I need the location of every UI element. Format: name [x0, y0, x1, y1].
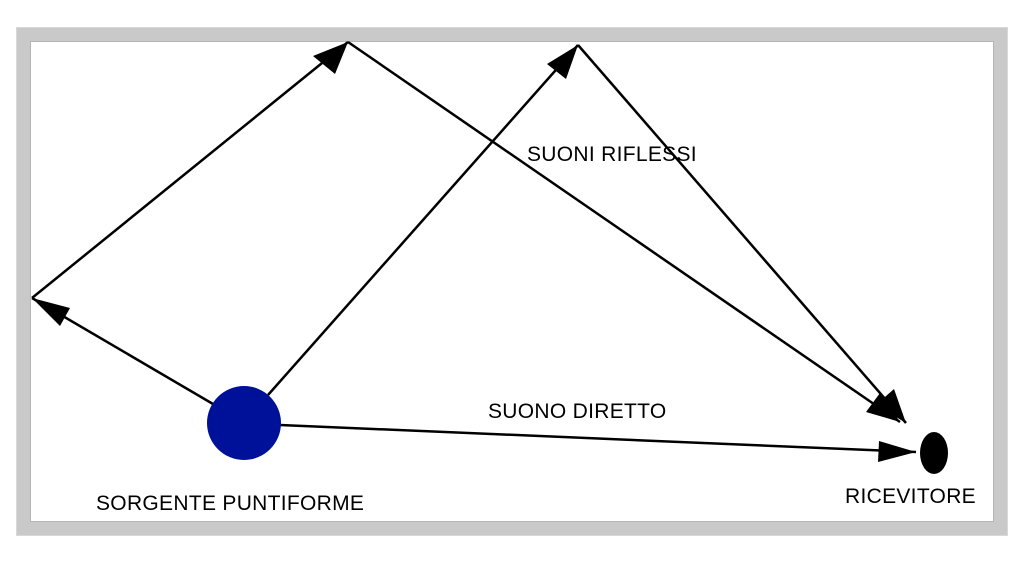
receiver-label: RICEVITORE: [845, 485, 976, 508]
direct-sound-label: SUONO DIRETTO: [488, 400, 667, 423]
reflected-path-1: [31, 40, 901, 424]
direct-path: [279, 423, 917, 462]
diagram-frame: [17, 28, 1007, 535]
path1-arrowhead-left-wall: [32, 298, 70, 326]
reflected-path-2: [267, 44, 907, 424]
direct-path-line: [279, 423, 917, 454]
direct-path-arrowhead: [878, 441, 916, 462]
path2-segment-to-receiver: [577, 44, 907, 424]
reflected-sounds-label: SUONI RIFLESSI: [527, 143, 697, 166]
point-source-label: SORGENTE PUNTIFORME: [96, 492, 365, 515]
path1-arrowhead-top-wall: [313, 42, 348, 74]
receiver-ellipse: [920, 432, 948, 474]
path2-arrowhead-receiver: [876, 389, 906, 423]
path2-arrowhead-top-wall: [547, 45, 578, 79]
path1-segment-to-top-wall: [31, 41, 349, 299]
point-source-circle: [207, 386, 281, 460]
path2-segment-to-top-wall: [267, 44, 579, 396]
path1-segment-to-receiver: [347, 40, 901, 424]
